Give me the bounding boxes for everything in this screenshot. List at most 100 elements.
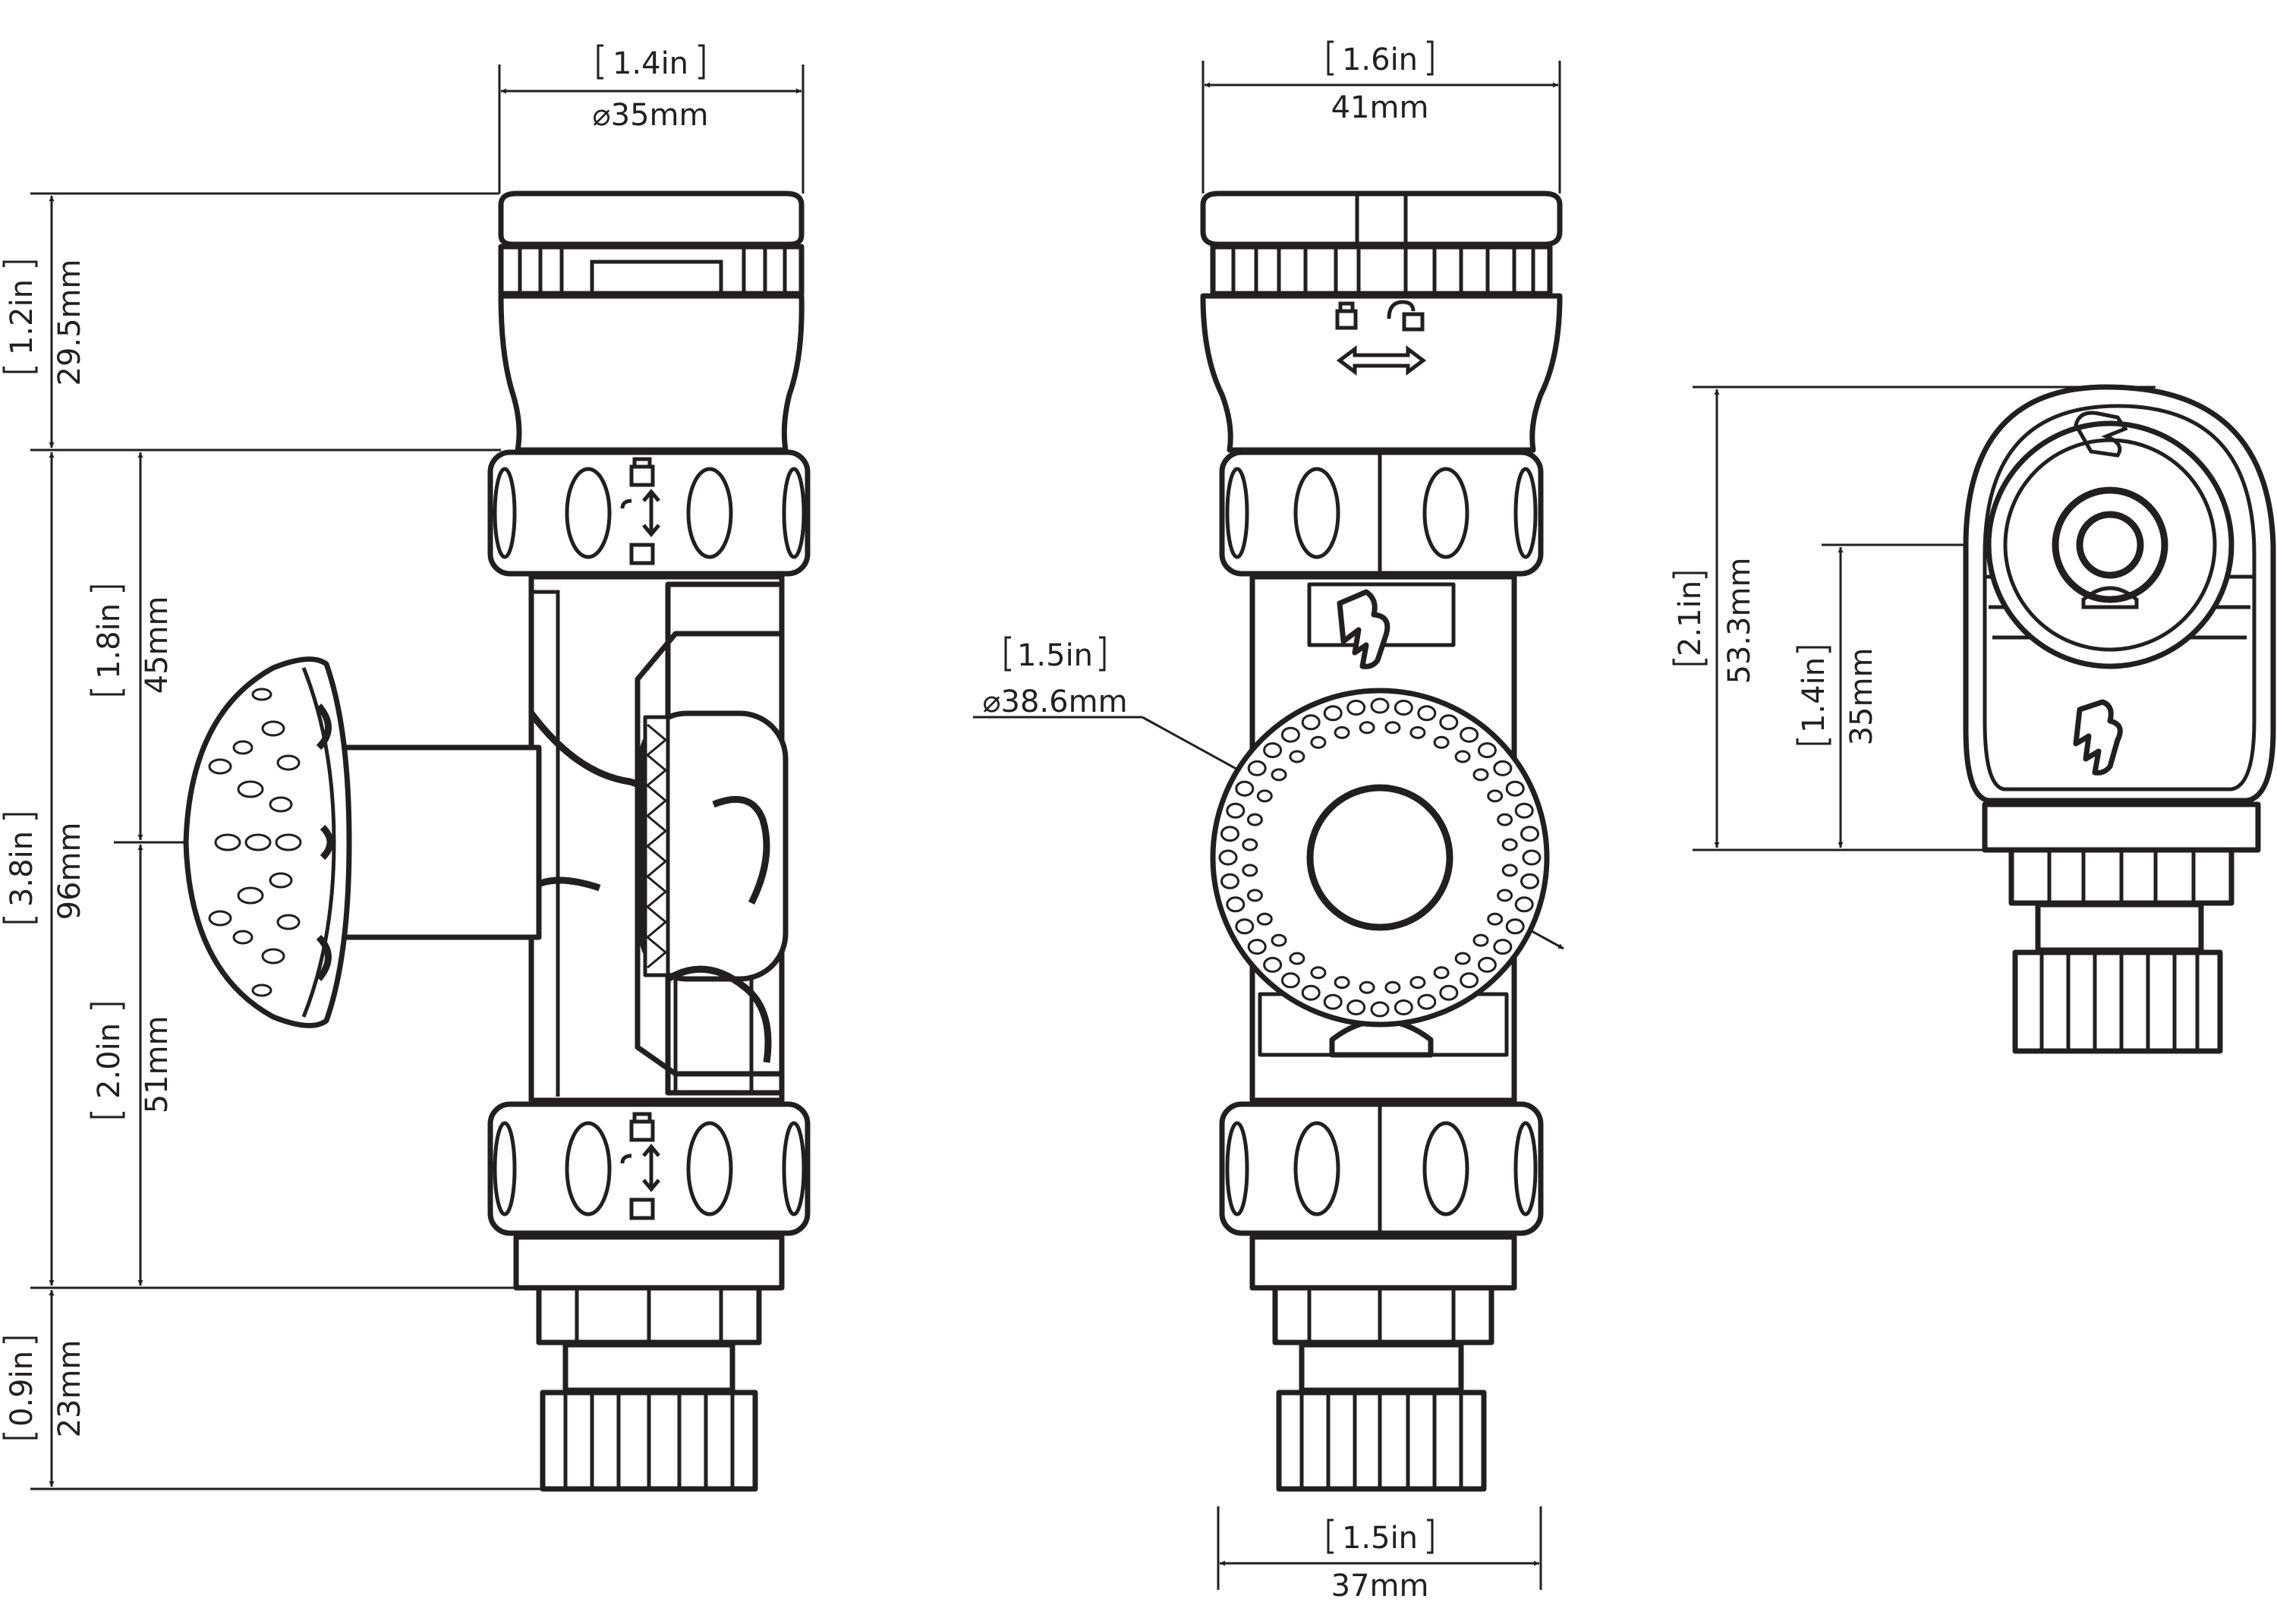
grip-dot [1359,980,1375,994]
grip-dot [1346,700,1366,716]
grip-dot [1394,700,1413,716]
front-top-width-inch-label: 1.6in [1342,42,1418,77]
top-logo [2073,699,2123,776]
side-bottom-inch-label: 0.9in [5,1351,39,1427]
grip-dot [1220,826,1239,842]
grip-dot [1220,873,1239,889]
grip-dot [1226,802,1246,819]
grip-dot [1520,873,1539,889]
side-top-mm-label: 29.5mm [52,260,87,386]
grip-dot [1433,966,1450,980]
grip-dot [1520,826,1539,842]
grip-dot [1493,939,1513,955]
front-lock-arrow-icon [1335,300,1427,376]
side-upper-neck [498,293,805,453]
grip-dot [1409,725,1426,739]
grip-dot [1460,972,1479,989]
grip-dot [1370,1001,1390,1018]
grip-dot [1263,742,1283,759]
grip-dot [1514,802,1534,819]
grip-dot [1323,705,1343,722]
grip-dot [1439,984,1459,1001]
side-width-inch-label: 1.4in [613,46,688,81]
side-total-inch-label: 3.8in [5,831,39,907]
side-view: 1.4in ⌀35mm 1.2in 29.5mm 3.8in 96mm 0.9i… [2,44,811,1492]
grip-dot [1246,813,1263,826]
grip-dot [1370,697,1390,714]
top-view: 2.1in 53.3mm 1.4in 35mm [1672,384,2276,1054]
grip-dot [1271,933,1287,947]
side-knob [183,656,352,1028]
grip-dot [1409,976,1426,990]
grip-dot [1460,726,1479,743]
grip-dot [1247,939,1267,955]
front-ball [1210,688,1550,1028]
grip-dot [1289,750,1305,763]
grip-dot [1256,912,1273,926]
side-upper-lock-icon [620,457,660,565]
grip-dot [1394,999,1413,1015]
grip-dot [1472,768,1489,782]
side-total-mm-label: 96mm [52,823,87,921]
front-top-width-mm-label: 41mm [1331,90,1429,125]
grip-dot [1310,735,1327,749]
grip-dot [1384,721,1401,735]
front-bottom-width-mm-label: 37mm [1331,1569,1429,1604]
grip-dot [1271,768,1287,782]
side-lower-inch-label: 2.0in [92,1023,127,1099]
top-height-inch-label: 2.1in [1673,581,1708,656]
grip-dot [1242,838,1258,851]
grip-dot [1242,864,1258,877]
grip-dot [1497,813,1513,826]
grip-dot [1226,896,1246,913]
grip-dot [1280,972,1300,989]
grip-dot [1454,750,1471,763]
grip-dot [1477,742,1497,759]
top-center-mm-label: 35mm [1844,648,1879,746]
grip-dot [1501,864,1518,877]
side-lower-lock-ring [487,1101,811,1236]
grip-dot [1359,721,1375,735]
grip-dot [1334,976,1350,990]
top-outer-ring [1986,420,2234,669]
grip-dot [1501,838,1518,851]
grip-dot [1323,993,1343,1010]
front-bottom-width-inch-label: 1.5in [1342,1521,1418,1556]
grip-dot [1218,849,1238,866]
grip-dot [1505,918,1525,935]
side-lower-lock-icon [620,1112,660,1220]
grip-dot [1454,952,1471,965]
grip-dot [1310,966,1327,980]
front-logo [1337,589,1390,669]
front-upper-neck [1200,293,1563,453]
side-joint [638,710,789,982]
grip-dot [1522,849,1542,866]
side-upper-inch-label: 1.8in [92,603,127,679]
grip-dot [1493,760,1513,776]
grip-dot [1301,714,1321,731]
side-upper-mm-label: 45mm [140,596,175,694]
grip-dot [1505,780,1525,797]
grip-dot [1472,933,1489,947]
grip-dot [1514,896,1534,913]
front-ball-center [1306,784,1453,931]
side-bottom-mm-label: 23mm [52,1340,87,1438]
side-top-cap [498,190,805,247]
grip-dot [1497,889,1513,902]
grip-dot [1263,956,1283,973]
top-height-mm-label: 53.3mm [1722,558,1757,685]
grip-dot [1487,789,1504,803]
grip-dot [1301,984,1321,1001]
grip-dot [1334,725,1350,739]
grip-dot [1256,789,1273,803]
grip-dot [1417,993,1437,1010]
top-bottom-thread [2012,949,2223,1054]
front-ball-mm-label: ⌀38.6mm [982,685,1127,719]
grip-dot [1417,705,1437,722]
grip-dot [1235,780,1255,797]
grip-dot [1346,999,1366,1015]
front-view: 1.6in 41mm 1.5in ⌀38.6mm 1.5in 37mm [973,40,1564,1604]
front-ball-inch-label: 1.5in [1017,638,1093,673]
grip-dot [1235,918,1255,935]
